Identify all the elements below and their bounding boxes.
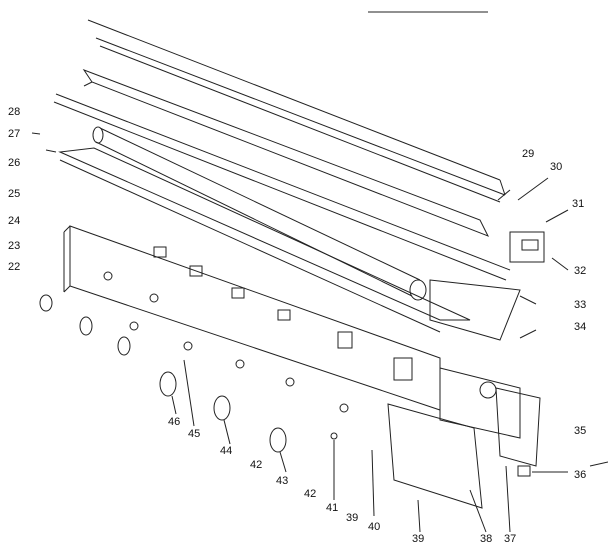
lamp-housing [429, 279, 521, 341]
callout-36: 36 [574, 469, 586, 481]
callout-39-right: 39 [412, 533, 424, 545]
callout-37: 37 [504, 533, 516, 545]
callout-29: 29 [522, 148, 534, 160]
right-bracket [495, 231, 545, 477]
callout-43: 43 [276, 475, 288, 487]
top-trim-strip [87, 19, 506, 203]
fluorescent-tube [92, 126, 427, 301]
callout-40: 40 [368, 521, 380, 533]
callout-38: 38 [480, 533, 492, 545]
callout-33: 33 [574, 299, 586, 311]
callout-39-left: 39 [346, 512, 358, 524]
callout-46: 46 [168, 416, 180, 428]
switch-blocks [153, 246, 413, 381]
callout-26: 26 [8, 157, 20, 169]
channel-bracket [82, 68, 490, 237]
callout-35: 35 [574, 425, 586, 437]
callout-22: 22 [8, 261, 20, 273]
knobs [39, 271, 349, 453]
reflector [58, 147, 471, 333]
callout-31: 31 [572, 198, 584, 210]
callout-34: 34 [574, 321, 586, 333]
callout-32: 32 [574, 265, 586, 277]
callout-42-upper: 42 [250, 459, 262, 471]
clock-module [439, 367, 521, 439]
callout-25: 25 [8, 188, 20, 200]
control-panel [63, 225, 441, 411]
front-trim-panel [387, 403, 483, 509]
callout-24: 24 [8, 215, 20, 227]
callout-45: 45 [188, 428, 200, 440]
callout-44: 44 [220, 445, 232, 457]
leader-lines [31, 132, 608, 533]
callout-41: 41 [326, 502, 338, 514]
callout-27: 27 [8, 128, 20, 140]
callout-labels: 28 27 26 25 24 23 22 29 30 31 32 33 34 3… [8, 106, 586, 545]
callout-28: 28 [8, 106, 20, 118]
callout-42-lower: 42 [304, 488, 316, 500]
panel-strip [53, 93, 511, 281]
callout-23: 23 [8, 240, 20, 252]
callout-30: 30 [550, 161, 562, 173]
